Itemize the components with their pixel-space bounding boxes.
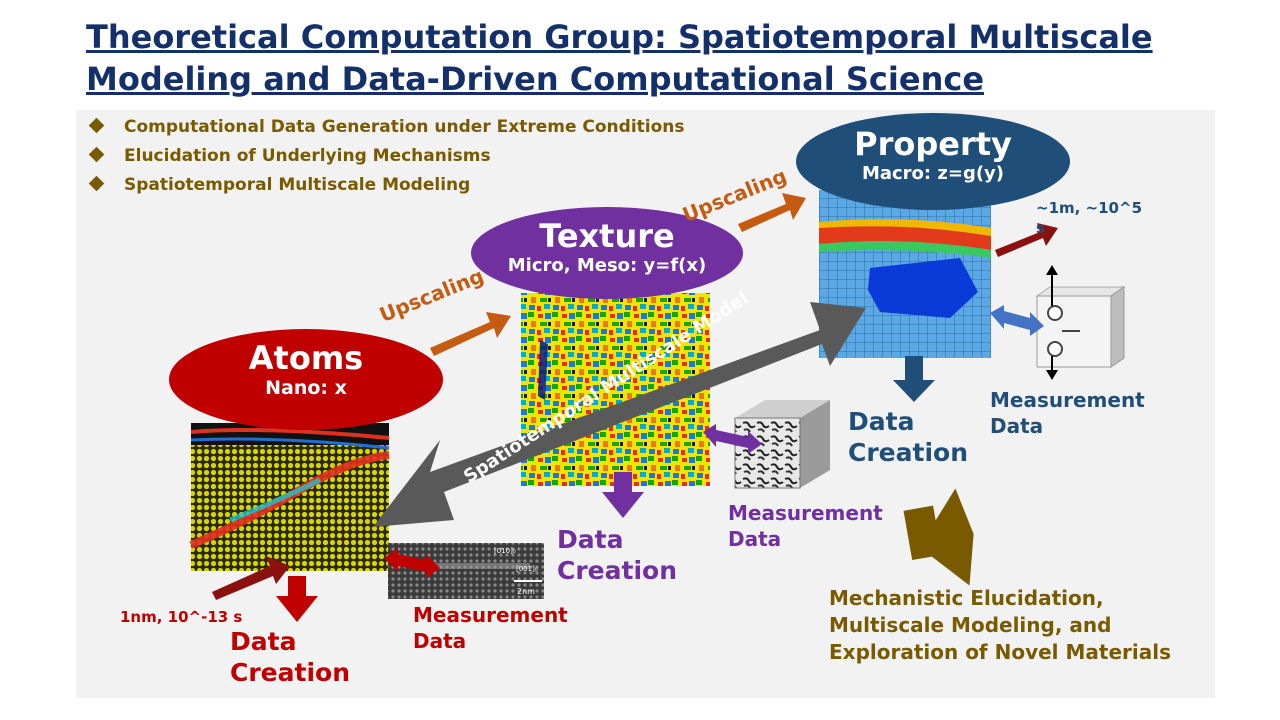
property-subtitle: Macro: z=g(y) [861,163,1005,184]
upscaling-arrow-2 [738,193,806,232]
outcome-text: Mechanistic Elucidation, Multiscale Mode… [829,586,1171,664]
atoms-data-creation: Data Creation [230,627,350,687]
property-title: Property [854,125,1012,163]
texture-measurement-data: Measurement Data [728,501,883,551]
texture-subtitle: Micro, Meso: y=f(x) [507,255,707,276]
atoms-scale-note: 1nm, 10^-13 s [120,608,243,626]
atoms-oval: Atoms Nano: x [169,329,443,430]
bullet-list: Computational Data Generation under Extr… [88,114,685,201]
page-title: Theoretical Computation Group: Spatiotem… [86,18,1153,98]
atoms-down-arrow [276,576,318,622]
tem-image: [010]₀ [001]₀ 2nm [388,543,544,599]
property-oval: Property Macro: z=g(y) [796,113,1070,210]
texture-oval: Texture Micro, Meso: y=f(x) [471,207,743,299]
texture-down-arrow [602,472,644,518]
tem-scale-label: 2nm [517,587,535,596]
porous-cube-image [734,400,830,489]
texture-measurement-arrow [703,424,762,454]
multiscale-model-arrow [373,302,866,527]
tem-label-mid: [001]₀ [516,565,538,573]
atoms-scale-arrow [212,556,290,600]
property-data-creation: Data Creation [848,407,968,467]
atoms-measurement-arrow [384,548,440,578]
property-measurement-data: Measurement Data [990,388,1145,438]
property-scale-arrow [995,223,1058,257]
atoms-subtitle: Nano: x [265,377,347,399]
atoms-simulation-image [189,423,390,571]
property-down-arrow [893,356,935,402]
atoms-measurement-data: Measurement Data [413,603,568,653]
tem-label-top: [010]₀ [494,547,516,555]
specimen-block-image [1035,265,1126,380]
bullet-item: Elucidation of Underlying Mechanisms [88,143,685,172]
texture-title: Texture [539,217,675,255]
outcome-arrow [903,488,974,586]
fem-mesh-image [819,190,991,358]
atoms-title: Atoms [248,339,364,377]
property-scale-note: ~1m, ~10^5 s [1036,199,1143,237]
property-measurement-arrow [990,305,1044,336]
upscaling-arrow-1 [430,312,511,356]
bullet-item: Spatiotemporal Multiscale Modeling [88,172,685,201]
bullet-item: Computational Data Generation under Extr… [88,114,685,143]
texture-data-creation: Data Creation [557,525,677,585]
